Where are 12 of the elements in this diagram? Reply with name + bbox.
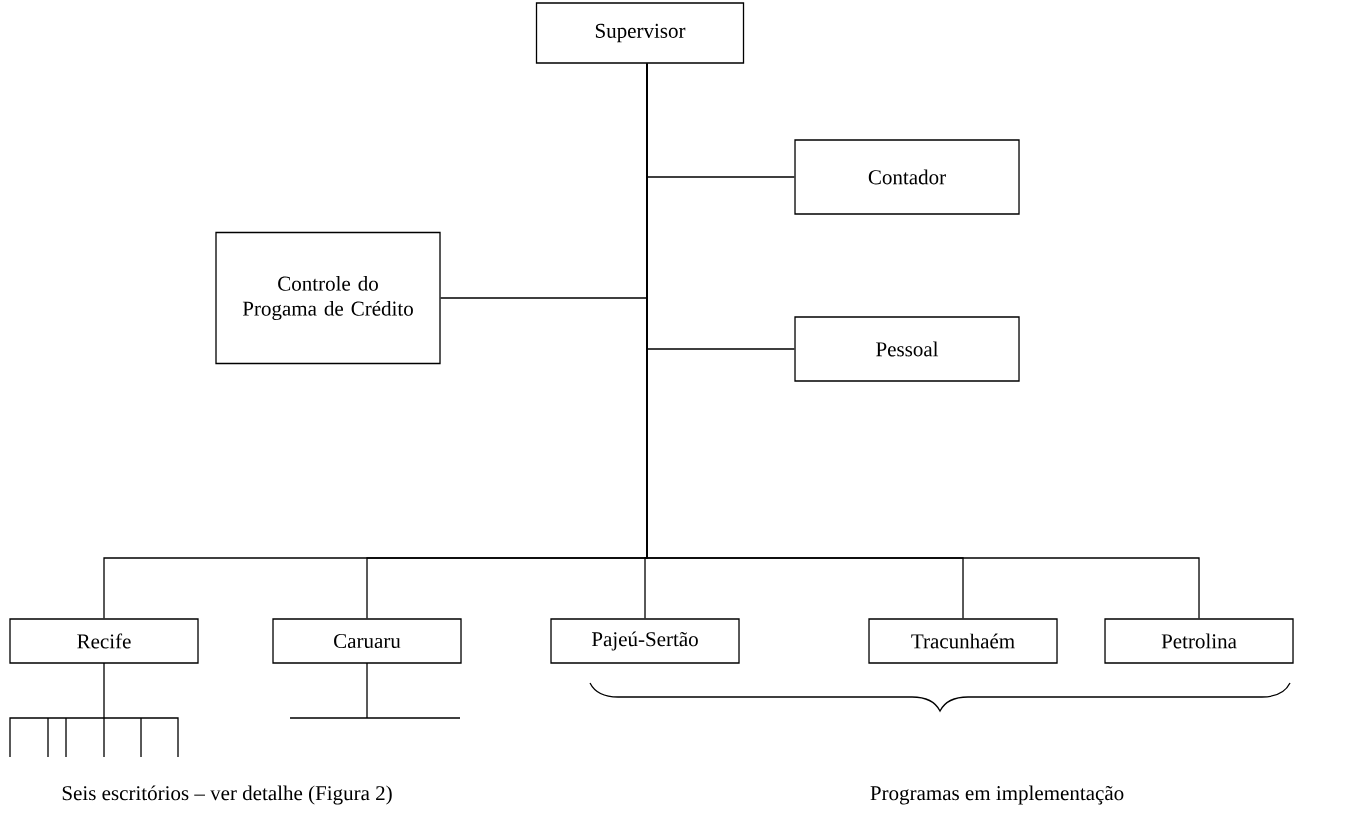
note-text: Programas em implementação: [870, 785, 1124, 805]
org-box: Controle do Progama de Crédito: [215, 231, 441, 365]
org-box: Pajeú-Sertão: [550, 618, 740, 664]
org-box: Supervisor: [535, 2, 745, 64]
org-box: Tracunhaém: [868, 618, 1058, 664]
org-box: Pessoal: [794, 316, 1020, 382]
org-box: Contador: [794, 139, 1020, 215]
org-box: Petrolina: [1104, 618, 1294, 664]
connector-line: [646, 63, 1200, 619]
org-box: Recife: [9, 618, 199, 664]
org-box: Caruaru: [272, 618, 462, 664]
note-text: Seis escritórios – ver detalhe (Figura 2): [62, 785, 392, 805]
